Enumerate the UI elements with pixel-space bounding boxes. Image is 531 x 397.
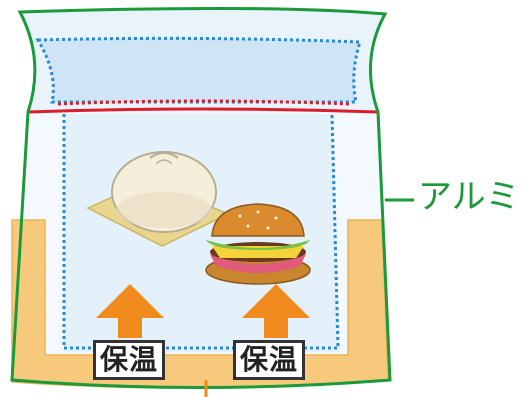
bag-outline <box>10 6 392 389</box>
seal-line-dots <box>57 99 351 106</box>
hamburger-icon <box>205 203 311 285</box>
arrow-up-icon <box>242 284 310 338</box>
arrow-up-icon <box>96 284 164 338</box>
inner-dotted-outline <box>62 113 340 350</box>
aluminium-label: アルミ <box>418 177 520 217</box>
insulation-label-left: 保温 <box>93 340 166 380</box>
insulation-label-right: 保温 <box>233 340 306 380</box>
seal-line <box>27 107 379 114</box>
top-dotted-outline <box>35 36 363 104</box>
